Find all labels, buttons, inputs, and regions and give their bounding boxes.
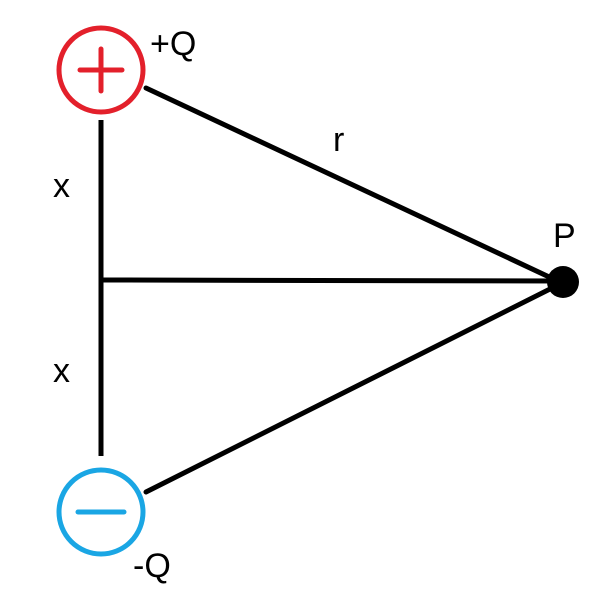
- point-p-dot: [547, 266, 579, 298]
- plus-icon: [77, 46, 125, 94]
- positive-charge: [56, 25, 146, 115]
- upper-distance-label: x: [53, 167, 70, 205]
- line-upper-charge-to-p: [143, 85, 565, 286]
- bisector-line-horizontal: [100, 277, 563, 284]
- line-lower-charge-to-p: [143, 280, 565, 495]
- hypotenuse-label: r: [333, 121, 344, 159]
- negative-charge: [56, 467, 146, 557]
- positive-charge-label: +Q: [150, 25, 196, 63]
- lower-distance-label: x: [53, 352, 70, 390]
- negative-charge-label: -Q: [133, 547, 171, 585]
- point-label: P: [553, 217, 576, 255]
